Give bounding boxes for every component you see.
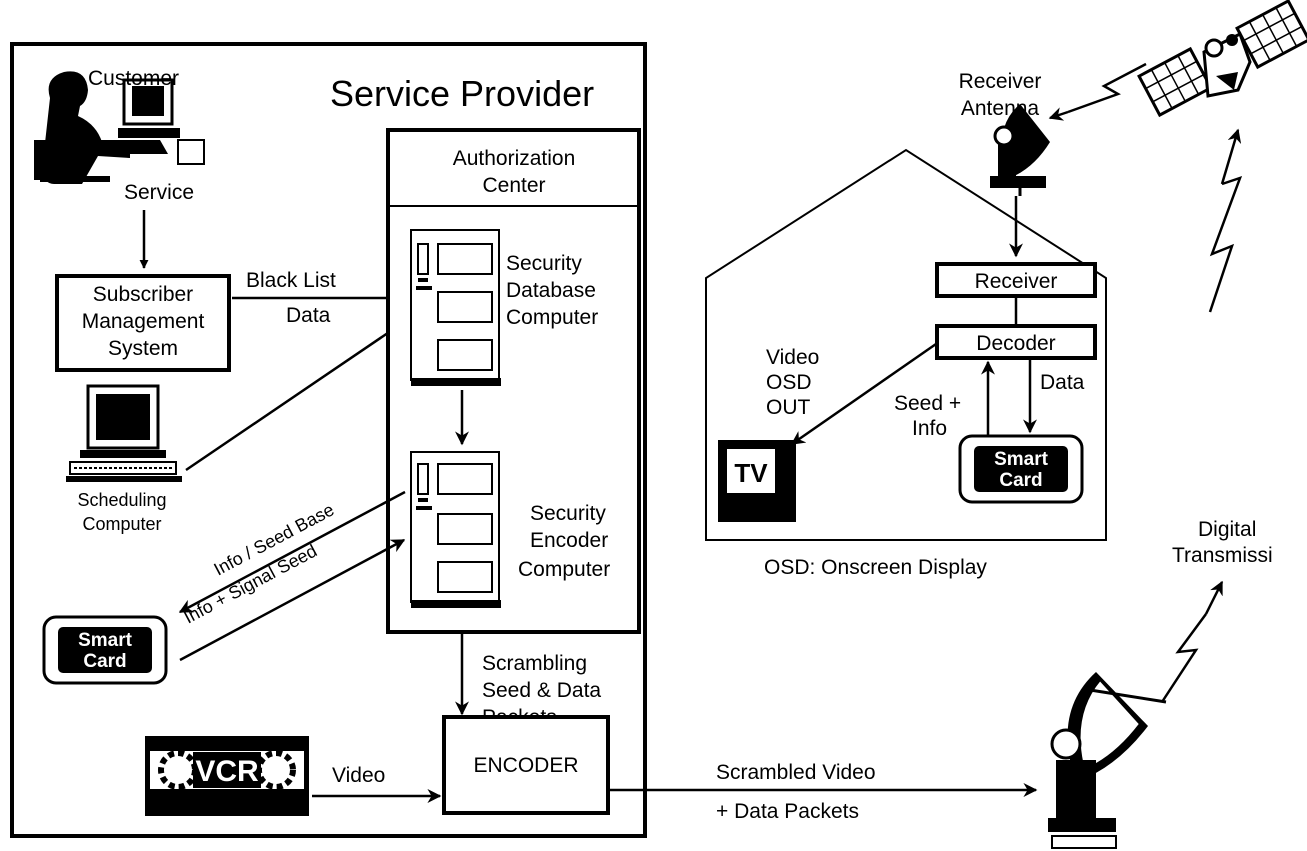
dish-icon <box>1048 672 1167 849</box>
scrambled-line2: + Data Packets <box>716 800 859 823</box>
antenna-icon <box>990 104 1050 196</box>
scrambling-line2: Seed & Data <box>482 679 601 702</box>
smart-card-provider-line2: Card <box>83 651 126 672</box>
arrow-uplink <box>1204 580 1224 615</box>
security-enc-line1: Security <box>530 502 606 525</box>
smart-card-home <box>958 434 1084 504</box>
subscriber-line2: Management <box>82 310 205 333</box>
security-database-computer-icon <box>410 229 501 386</box>
video-osd-line1: Video <box>766 346 819 369</box>
arrow-ground-to-satellite <box>1220 128 1242 185</box>
uplink-zigzag <box>1160 613 1208 703</box>
antenna-line1: Receiver <box>959 70 1042 93</box>
customer-icon <box>34 71 205 184</box>
auth-line1: Authorization <box>453 147 576 170</box>
tv-label: TV <box>734 458 768 488</box>
computer-icon <box>66 384 182 482</box>
service-provider-title: Service Provider <box>330 73 594 114</box>
tv-icon <box>718 440 796 522</box>
blacklist-line1: Black List <box>246 269 336 292</box>
vcr-label: VCR <box>195 755 259 788</box>
security-encoder-computer-icon <box>410 451 501 608</box>
downlink-zigzag <box>1067 62 1147 114</box>
security-enc-line2: Encoder <box>530 529 608 552</box>
receiver-label: Receiver <box>975 270 1058 293</box>
scrambling-line1: Scrambling <box>482 652 587 675</box>
subscriber-line3: System <box>108 337 178 360</box>
smart-card-provider <box>42 615 168 685</box>
arrow-scheduling-to-db <box>185 320 406 472</box>
scheduling-line1: Scheduling <box>77 490 166 510</box>
smart-card-home-line2: Card <box>999 470 1042 491</box>
ground-zigzag <box>1208 175 1243 313</box>
arrow-decoder-to-tv <box>790 342 937 446</box>
antenna-line2: Antenna <box>961 97 1040 120</box>
house-outline <box>705 148 1107 541</box>
video-osd-line3: OUT <box>766 396 811 419</box>
osd-note: OSD: Onscreen Display <box>764 556 987 579</box>
vcr-icon <box>145 736 309 816</box>
seed-info-line2: Info <box>912 417 947 440</box>
satellite-icon <box>1137 0 1307 118</box>
video-osd-line2: OSD <box>766 371 812 394</box>
security-db-line2: Database <box>506 279 596 302</box>
smart-card-provider-line1: Smart <box>78 630 133 651</box>
subscriber-management-box <box>55 274 231 372</box>
decoder-label: Decoder <box>976 332 1055 355</box>
digital-line1: Digital <box>1198 518 1256 541</box>
arrow-info-seed-base <box>178 490 406 614</box>
security-db-line1: Security <box>506 252 582 275</box>
scheduling-line2: Computer <box>82 514 161 534</box>
receiver-box <box>935 262 1097 298</box>
subscriber-line1: Subscriber <box>93 283 193 306</box>
arrow-info-signal-seed <box>179 538 406 662</box>
auth-line2: Center <box>482 174 545 197</box>
decoder-box <box>935 324 1097 360</box>
digital-line2: Transmissi <box>1172 544 1273 567</box>
smart-card-home-line1: Smart <box>994 449 1049 470</box>
service-provider-box <box>10 42 647 838</box>
seed-info-line1: Seed + <box>894 392 961 415</box>
vcr-video-label: Video <box>332 764 385 787</box>
encoder-label: ENCODER <box>473 754 578 777</box>
data-label: Data <box>1040 371 1085 394</box>
security-db-line3: Computer <box>506 306 598 329</box>
customer-label: Customer <box>88 67 179 90</box>
scrambled-line1: Scrambled Video <box>716 761 876 784</box>
service-label: Service <box>124 181 194 204</box>
arrow-downlink <box>1048 107 1069 121</box>
encoder-box <box>442 715 610 815</box>
blacklist-line2: Data <box>286 304 331 327</box>
security-enc-line3: Computer <box>518 558 610 581</box>
